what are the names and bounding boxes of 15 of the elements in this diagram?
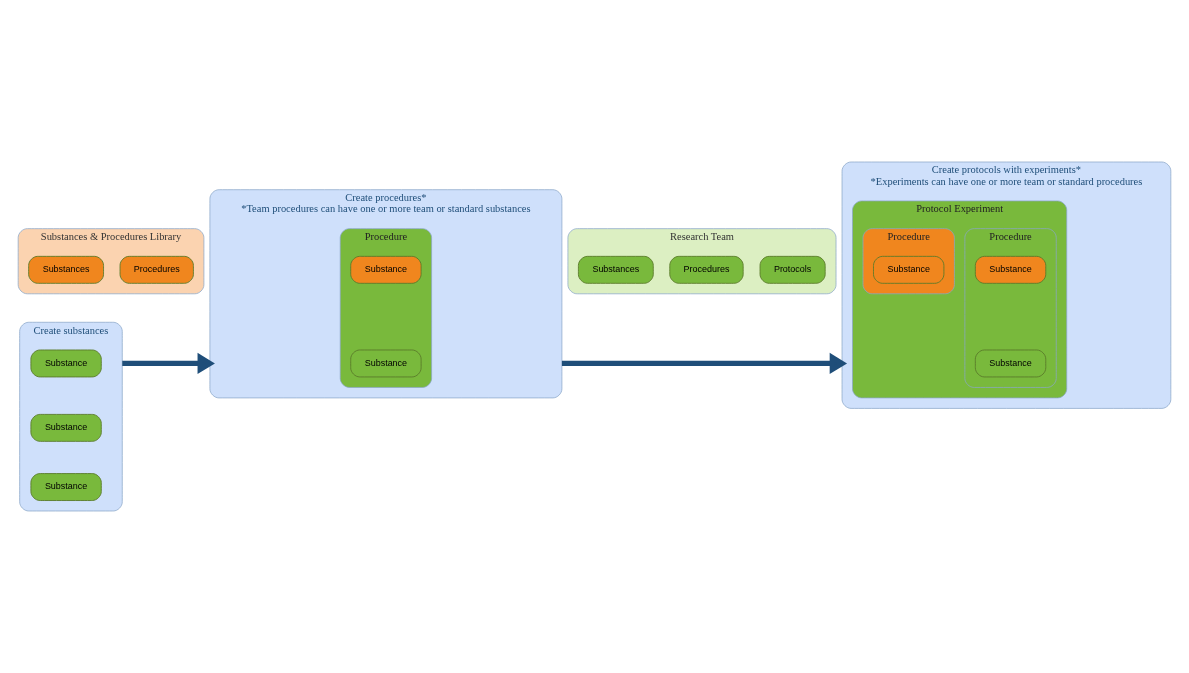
node-box: Substances <box>28 255 104 284</box>
node-box: Substance <box>350 255 422 284</box>
arrow <box>561 352 848 375</box>
node-box: Substance <box>30 349 102 378</box>
node-box: Substance <box>350 349 422 378</box>
node-box: Substances <box>577 255 654 284</box>
arrow <box>122 352 215 375</box>
node-box: Protocols <box>759 255 826 284</box>
node-box: Procedures <box>119 255 194 284</box>
node-box: Procedures <box>669 255 744 284</box>
node-box: Substance <box>30 473 102 501</box>
node-box: Substance <box>873 255 945 284</box>
node-box: Substance <box>974 349 1047 378</box>
node-box: Substance <box>30 413 102 442</box>
node-box: Substance <box>974 255 1047 284</box>
